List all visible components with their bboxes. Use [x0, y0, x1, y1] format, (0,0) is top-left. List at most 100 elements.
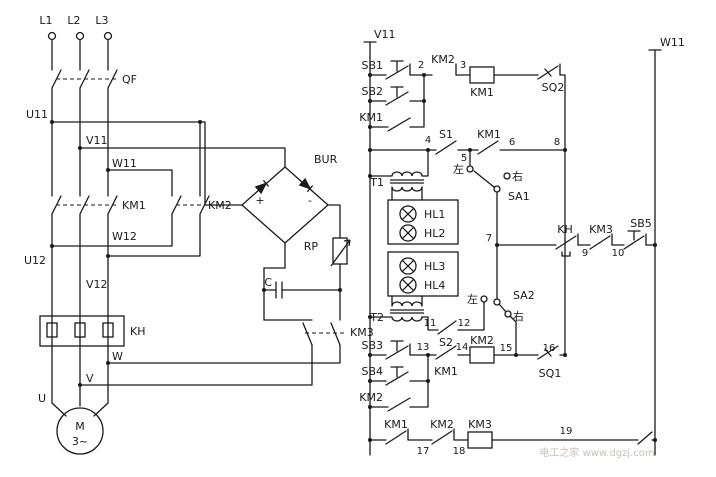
- pushbutton-actuators: [390, 60, 641, 378]
- label-km1-nc: KM1: [384, 418, 408, 431]
- label-km2-hold: KM2: [359, 391, 383, 404]
- sa2-selector: [480, 295, 512, 318]
- label-km2-coil: KM2: [470, 334, 494, 347]
- label-n4: 4: [425, 135, 431, 146]
- label-sq2: SQ2: [542, 81, 565, 94]
- sq1-blade: [537, 345, 559, 360]
- l3-terminal: [103, 31, 113, 41]
- label-w: W: [112, 350, 123, 363]
- km3-coil: [467, 431, 493, 449]
- rp-potentiometer: [330, 237, 351, 267]
- label-n7: 7: [486, 233, 492, 244]
- label-km1-aux: KM1: [477, 128, 501, 141]
- km1-nc-blade: [385, 430, 407, 445]
- label-n16: 16: [543, 343, 556, 354]
- kh-contact-blade: [555, 235, 577, 257]
- kh-overload-relay: [39, 315, 125, 347]
- label-s1: S1: [439, 128, 453, 141]
- label-km2-nc: KM2: [430, 418, 454, 431]
- label-w11-rail: W11: [660, 36, 685, 49]
- label-t2: T2: [369, 311, 384, 324]
- label-n3: 3: [460, 60, 466, 71]
- t1-transformer: [390, 171, 424, 192]
- hl1-lamp-icon: [399, 205, 417, 223]
- label-n2: 2: [418, 60, 424, 71]
- label-w11: W11: [112, 157, 137, 170]
- label-sa1-right: 右: [512, 169, 523, 183]
- label-km1-main: KM1: [122, 199, 146, 212]
- label-l3: L3: [95, 14, 108, 27]
- label-bur: BUR: [314, 153, 338, 166]
- sa2-blade: [498, 303, 507, 313]
- label-v11-rail: V11: [374, 28, 396, 41]
- hl2-lamp-icon: [399, 224, 417, 242]
- lamp-box-1: [387, 199, 459, 245]
- end-blade: [637, 431, 653, 445]
- label-km3-coil: KM3: [468, 418, 492, 431]
- label-motor-phase: 3~: [72, 435, 88, 448]
- label-c: C: [264, 276, 272, 289]
- km1-hold-blade: [387, 117, 411, 132]
- label-sb5: SB5: [630, 217, 652, 230]
- label-w12: W12: [112, 230, 137, 243]
- nc-stop-bars: [407, 63, 647, 441]
- label-u11: U11: [26, 108, 48, 121]
- km2-coil: [469, 346, 495, 364]
- label-km1-run: KM1: [434, 365, 458, 378]
- diode-icon: [254, 179, 270, 195]
- label-s2: S2: [439, 336, 453, 349]
- label-dc-plus: +: [255, 194, 264, 207]
- label-hl2: HL2: [424, 227, 445, 240]
- label-sq1: SQ1: [539, 367, 562, 380]
- power-wires: [51, 38, 341, 417]
- components: [39, 31, 512, 455]
- label-motor: M: [75, 420, 85, 433]
- sb2-blade: [385, 91, 409, 106]
- l1-terminal: [47, 31, 57, 41]
- motor: [56, 407, 104, 455]
- label-n17: 17: [417, 446, 430, 457]
- label-u: U: [38, 392, 46, 405]
- label-n18: 18: [453, 446, 466, 457]
- label-n14: 14: [456, 342, 469, 353]
- sb5-blade: [623, 235, 645, 250]
- label-sa1: SA1: [508, 190, 530, 203]
- label-n9: 9: [582, 248, 588, 259]
- label-km3-interlock: KM3: [589, 223, 613, 236]
- lamp-box-2: [387, 251, 459, 297]
- sq2-blade: [537, 65, 559, 80]
- label-km1-coil: KM1: [470, 86, 494, 99]
- label-sa2-right: 右: [513, 309, 524, 323]
- label-qf: QF: [122, 73, 137, 86]
- s1-blade: [435, 140, 457, 155]
- label-sb4: SB4: [361, 365, 383, 378]
- km2-nc-blade: [431, 430, 453, 445]
- label-n13: 13: [417, 342, 430, 353]
- km2-hold-blade: [387, 397, 411, 412]
- km3-interlock-blade: [589, 235, 611, 250]
- label-n11: 11: [424, 318, 437, 329]
- label-km3-main: KM3: [350, 326, 374, 339]
- label-sa1-left: 左: [453, 163, 464, 176]
- label-n10: 10: [612, 248, 625, 259]
- label-n12: 12: [458, 318, 471, 329]
- label-l2: L2: [67, 14, 80, 27]
- sb1-blade: [385, 65, 409, 80]
- label-n5: 5: [461, 153, 467, 164]
- hl3-lamp-icon: [399, 257, 417, 275]
- label-sb1: SB1: [361, 59, 383, 72]
- label-v11: V11: [86, 134, 108, 147]
- label-sb3: SB3: [361, 339, 383, 352]
- label-km1-hold: KM1: [359, 111, 383, 124]
- l2-terminal: [75, 31, 85, 41]
- label-rp: RP: [304, 240, 319, 253]
- label-n19: 19: [560, 426, 573, 437]
- sb4-blade: [385, 371, 409, 386]
- bur-rectifier: [241, 166, 329, 244]
- contact-blades: [51, 60, 653, 445]
- label-u12: U12: [24, 254, 46, 267]
- sa1-blade: [473, 170, 495, 188]
- labels: L1 L2 L3 QF U11 V11 W11 KM1 KM2 W12 U12 …: [24, 14, 685, 459]
